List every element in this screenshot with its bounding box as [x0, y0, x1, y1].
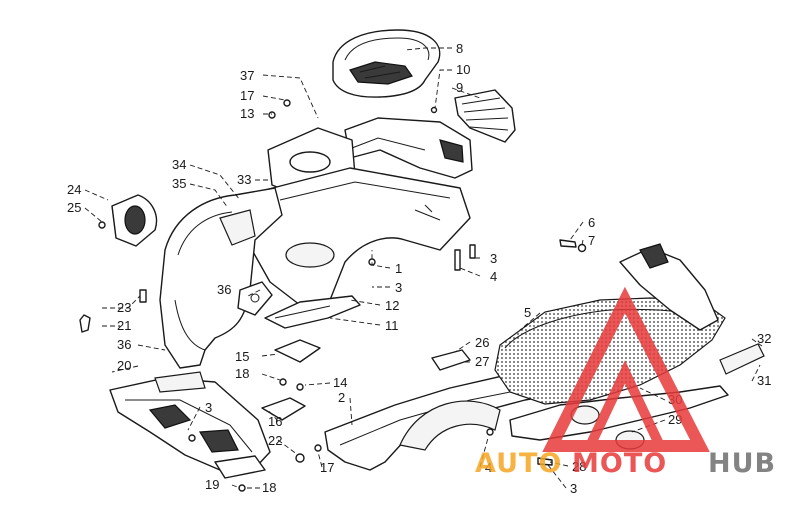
callout-19: 19: [205, 477, 219, 492]
callout-10: 10: [456, 62, 470, 77]
hardware-fasteners: [79, 99, 587, 492]
callout-9: 9: [456, 80, 463, 95]
callout-35: 35: [172, 176, 186, 191]
part-lower-deflector: [264, 295, 361, 329]
part-trim-strip: [719, 343, 765, 375]
callout-7: 7: [588, 233, 595, 248]
callout-18: 18: [262, 480, 276, 495]
part-floor-panel: [251, 167, 471, 306]
part-nose-cone: [619, 243, 719, 331]
callout-13: 13: [240, 106, 254, 121]
callout-3: 3: [570, 481, 577, 496]
callout-5: 5: [524, 305, 531, 320]
callout-1: 1: [395, 261, 402, 276]
callout-23: 23: [117, 300, 131, 315]
callout-15: 15: [235, 349, 249, 364]
callout-11: 11: [385, 318, 399, 333]
part-console-tray: [332, 29, 441, 98]
callout-25: 25: [67, 200, 81, 215]
callout-3: 3: [490, 251, 497, 266]
callout-4: 4: [485, 460, 492, 475]
callout-3: 3: [205, 400, 212, 415]
callout-24: 24: [67, 182, 81, 197]
callout-26: 26: [475, 335, 489, 350]
part-vent-grille: [454, 89, 516, 143]
callout-6: 6: [588, 215, 595, 230]
callout-4: 4: [490, 269, 497, 284]
part-front-bumper: [109, 371, 271, 471]
part-bracket-26: [431, 349, 471, 371]
callout-3: 3: [395, 280, 402, 295]
callout-20: 20: [117, 358, 131, 373]
callout-27: 27: [475, 354, 489, 369]
part-side-fender: [159, 187, 283, 369]
part-headlight-housing: [111, 194, 158, 247]
watermark-text-auto: AUTO: [475, 448, 562, 479]
watermark-text-moto: MOTO: [572, 448, 667, 479]
callout-22: 22: [268, 433, 282, 448]
callout-21: 21: [117, 318, 131, 333]
callout-2: 2: [338, 390, 345, 405]
callout-14: 14: [333, 375, 347, 390]
callout-37: 37: [240, 68, 254, 83]
callout-18: 18: [235, 366, 249, 381]
leader-lines: [84, 47, 763, 489]
callout-17: 17: [240, 88, 254, 103]
callout-36: 36: [117, 337, 131, 352]
part-mount-bracket: [344, 117, 473, 179]
callout-17: 17: [320, 460, 334, 475]
part-small-plate: [261, 339, 321, 421]
parts-layer: [79, 29, 765, 492]
callout-31: 31: [757, 373, 771, 388]
callout-12: 12: [385, 298, 399, 313]
watermark-triangle-logo: [542, 286, 710, 452]
callout-16: 16: [268, 414, 282, 429]
part-skid-bracket: [214, 455, 266, 479]
callout-33: 33: [237, 172, 251, 187]
callout-36: 36: [217, 282, 231, 297]
automotohub-watermark: AUTO MOTO HUB: [475, 286, 776, 479]
part-brace: [237, 281, 273, 316]
callout-8: 8: [456, 41, 463, 56]
callout-28: 28: [572, 459, 586, 474]
watermark-text-hub: HUB: [708, 448, 776, 479]
callout-34: 34: [172, 157, 186, 172]
callout-32: 32: [757, 331, 771, 346]
